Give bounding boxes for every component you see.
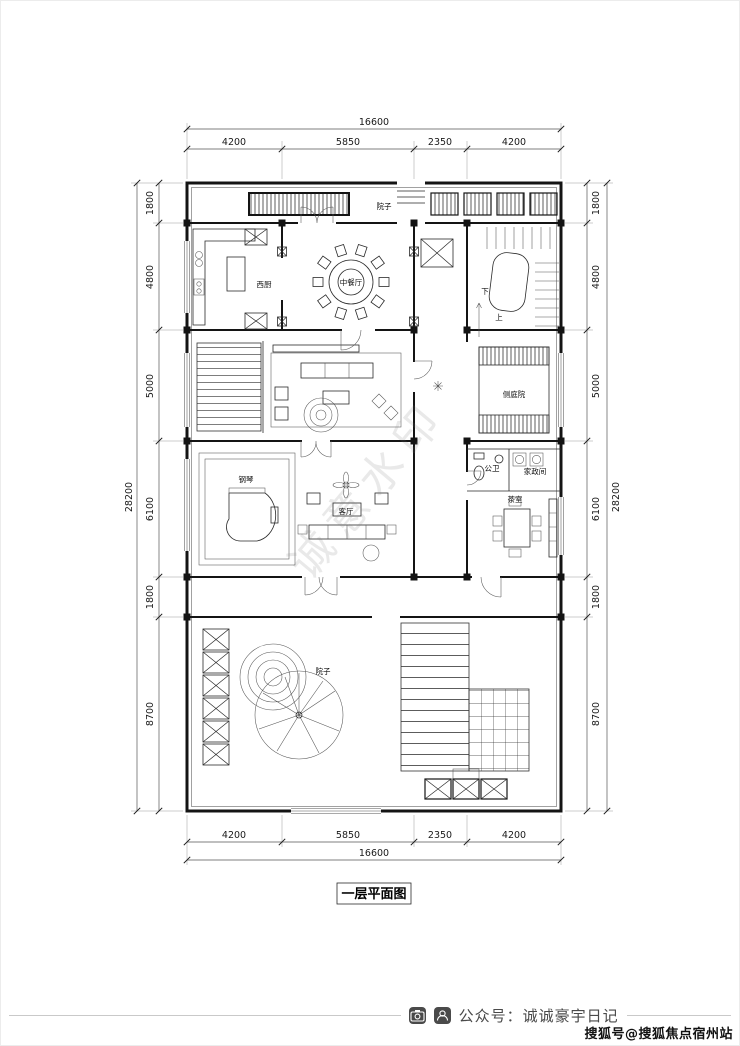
- dim-right-seg-5: 8700: [591, 702, 602, 726]
- dim-right-seg-4: 1800: [591, 585, 602, 609]
- label-stair-down: 下: [481, 287, 489, 296]
- windows: [183, 241, 565, 815]
- dim-bottom-seg-2: 2350: [428, 830, 452, 841]
- label-courtyard-top: 院子: [377, 201, 392, 211]
- columns: [183, 219, 565, 621]
- dim-right-seg-0: 1800: [591, 191, 602, 215]
- landscape-rings: [239, 643, 307, 711]
- dim-right-seg-2: 5000: [591, 374, 602, 398]
- label-utility: 家政间: [524, 466, 547, 476]
- kitchen: [192, 228, 268, 330]
- plan-title: 一层平面图: [336, 882, 412, 905]
- guest-bath-fixtures: [473, 452, 504, 481]
- paver-grid: [468, 688, 530, 772]
- dim-top-seg-1: 5850: [336, 137, 360, 148]
- dim-right-total: 28200: [611, 482, 622, 512]
- side-courtyard: [478, 346, 550, 434]
- tea-room-furniture: [492, 497, 558, 558]
- living-room: [297, 471, 397, 562]
- staircase: [476, 227, 559, 337]
- footer-divider-right: [626, 1015, 731, 1016]
- profile-icon: [433, 1007, 451, 1024]
- dim-left-seg-5: 8700: [145, 702, 156, 726]
- dim-top-seg-0: 4200: [222, 137, 246, 148]
- family-room: [196, 342, 443, 433]
- dim-bottom-seg-3: 4200: [502, 830, 526, 841]
- sohu-credit: 搜狐号@搜狐焦点宿州站: [584, 1027, 733, 1042]
- plan-title-text: 一层平面图: [341, 887, 406, 902]
- dim-top-seg-3: 4200: [502, 137, 526, 148]
- interior-walls: [186, 222, 562, 618]
- label-tea-room: 茶室: [508, 494, 523, 504]
- vent-boxes: [424, 768, 508, 800]
- utility-fixtures: [512, 452, 544, 467]
- dim-right-seg-3: 6100: [591, 497, 602, 521]
- label-kitchen: 西厨: [257, 280, 272, 289]
- dining-pilasters: [277, 246, 419, 327]
- watermark-text: 诚意水印: [279, 391, 457, 589]
- dim-top-seg-2: 2350: [428, 137, 452, 148]
- dimensions-right: 1800 4800 5000 6100 1800 8700 28200: [565, 179, 622, 815]
- label-stair-up: 上: [495, 313, 503, 322]
- dim-top-total: 16600: [359, 117, 389, 128]
- label-piano: 钢琴: [239, 474, 254, 484]
- top-courtyard: [248, 179, 558, 216]
- label-guest-bath: 公卫: [485, 464, 500, 473]
- dim-bottom-seg-0: 4200: [222, 830, 246, 841]
- footer-divider-left: [9, 1015, 401, 1016]
- dim-left-seg-3: 6100: [145, 497, 156, 521]
- label-side-courtyard: 侧庭院: [503, 389, 526, 399]
- dim-left-seg-4: 1800: [145, 585, 156, 609]
- dimensions-left: 1800 4800 5000 6100 1800 8700 28200: [124, 179, 183, 815]
- dining-table: [312, 243, 390, 321]
- dim-bottom-seg-1: 5850: [336, 830, 360, 841]
- elevator-shaft: [420, 238, 454, 268]
- dim-left-seg-0: 1800: [145, 191, 156, 215]
- dim-right-seg-1: 4800: [591, 265, 602, 289]
- dimensions-bottom: 4200 5850 2350 4200 16600: [183, 815, 565, 865]
- dim-left-total: 28200: [124, 482, 135, 512]
- camera-icon: [408, 1007, 426, 1024]
- dim-left-seg-2: 5000: [145, 374, 156, 398]
- tree: [254, 670, 344, 760]
- label-courtyard-bottom: 院子: [316, 666, 331, 676]
- dimensions-top: 16600 4200 5850 2350 4200: [183, 117, 565, 179]
- piano-room: [198, 452, 296, 566]
- dim-left-seg-1: 4800: [145, 265, 156, 289]
- planter-boxes: [202, 628, 230, 766]
- footer-account: 公众号：诚诚豪宇日记: [458, 1007, 619, 1025]
- door-arcs: [300, 206, 502, 598]
- dim-bottom-total: 16600: [359, 848, 389, 859]
- label-living: 客厅: [339, 506, 354, 516]
- room-labels: 院子 中餐厅 西厨 下 上 侧庭院 公卫 家政间 钢琴 客厅 茶室 院子: [239, 201, 547, 676]
- label-dining: 中餐厅: [340, 277, 363, 287]
- garden-steps: [400, 622, 470, 772]
- footer: 公众号：诚诚豪宇日记: [1, 1005, 739, 1026]
